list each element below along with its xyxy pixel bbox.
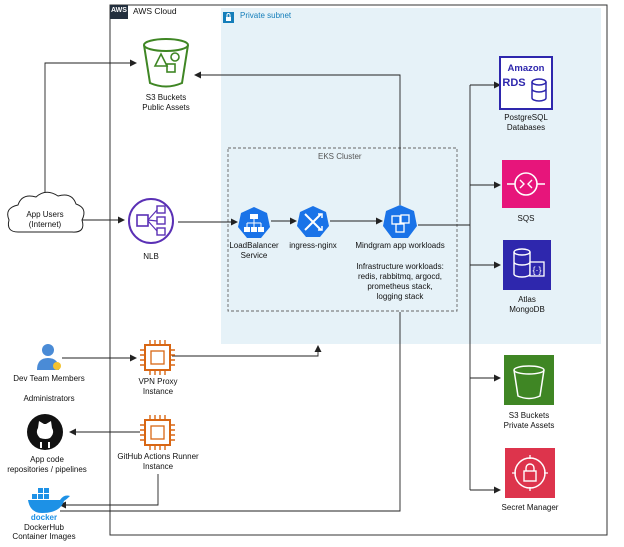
s3-private-label-1: S3 Buckets: [508, 411, 550, 420]
vpn-instance-icon: [140, 340, 175, 375]
dockerhub-label-2: Container Images: [12, 532, 76, 541]
aws-cloud-label: AWS Cloud: [133, 6, 177, 16]
runner-label-2: Instance: [142, 462, 174, 471]
aws-badge: AWS: [111, 7, 127, 14]
sqs-label: SQS: [517, 214, 535, 223]
edge-runner-dockerhub: [59, 474, 159, 509]
edge-users-s3-public: [44, 59, 137, 197]
edge-eks-dockerhub: [60, 312, 401, 512]
user-icon: [37, 344, 61, 370]
github-label-2: repositories / pipelines: [7, 465, 87, 474]
s3-public-label-1: S3 Buckets: [145, 93, 187, 102]
k8s-service-icon: [238, 207, 270, 238]
s3-private-label-2: Private Assets: [503, 421, 555, 430]
vpn-label-1: VPN Proxy: [138, 377, 178, 386]
eks-cluster-label: EKS Cluster: [318, 152, 362, 161]
cloud-icon: [7, 191, 85, 233]
dockerhub-label-1: DockerHub: [23, 523, 64, 532]
docker-icon: [28, 488, 70, 513]
private-subnet-label-text: Private subnet: [240, 11, 292, 20]
atlas-label-2: MongoDB: [509, 305, 545, 314]
rds-badge-rds: RDS: [502, 77, 525, 89]
infra-label-2: redis, rabbitmq, argocd,: [357, 272, 443, 281]
nlb-icon: [128, 198, 174, 244]
infra-label-1: Infrastructure workloads:: [356, 262, 444, 271]
atlas-label-1: Atlas: [518, 295, 536, 304]
github-label-1: App code: [30, 455, 64, 464]
runner-instance-icon: [140, 415, 175, 450]
svg-text:{·}: {·}: [532, 265, 541, 275]
mindgram-label: Mindgram app workloads: [355, 241, 445, 250]
ingress-icon: [297, 206, 329, 237]
runner-label-1: GitHub Actions Runner: [117, 452, 199, 461]
nlb-label: NLB: [143, 252, 159, 261]
workloads-icon: [383, 205, 417, 238]
docker-badge-label: docker: [30, 513, 58, 522]
lb-service-label-1: LoadBalancer: [229, 241, 279, 250]
rds-label-1: PostgreSQL: [504, 113, 548, 122]
s3-public-label-2: Public Assets: [142, 103, 190, 112]
rds-label-2: Databases: [506, 123, 546, 132]
edge-vpn-eks: [172, 345, 322, 357]
administrators-label: Administrators: [23, 394, 75, 403]
app-users-label-2: (Internet): [28, 220, 62, 229]
aws-logo-icon: [110, 5, 128, 19]
github-icon: [27, 414, 63, 450]
secret-manager-label: Secret Manager: [501, 503, 559, 512]
edge-mindgram-s3-public: [194, 71, 401, 205]
sqs-icon: [502, 160, 550, 208]
aws-cloud-boundary: [109, 4, 608, 536]
lb-service-label-2: Service: [240, 251, 268, 260]
mongodb-icon: {·}: [503, 240, 551, 290]
ingress-nginx-label: ingress-nginx: [289, 241, 337, 250]
rds-icon: Amazon RDS: [499, 56, 553, 110]
vpn-label-2: Instance: [142, 387, 174, 396]
s3-private-icon: [504, 355, 554, 405]
eks-cluster-boundary: [227, 147, 458, 312]
secret-manager-icon: [505, 448, 555, 498]
dev-team-label: Dev Team Members: [13, 374, 85, 383]
lock-icon: [223, 12, 234, 23]
s3-public-bucket-icon: [143, 38, 189, 88]
infra-label-4: logging stack: [376, 292, 424, 301]
app-users-label-1: App Users: [26, 210, 64, 219]
infra-label-3: prometheus stack,: [367, 282, 433, 291]
rds-badge-amazon: Amazon: [508, 63, 545, 74]
